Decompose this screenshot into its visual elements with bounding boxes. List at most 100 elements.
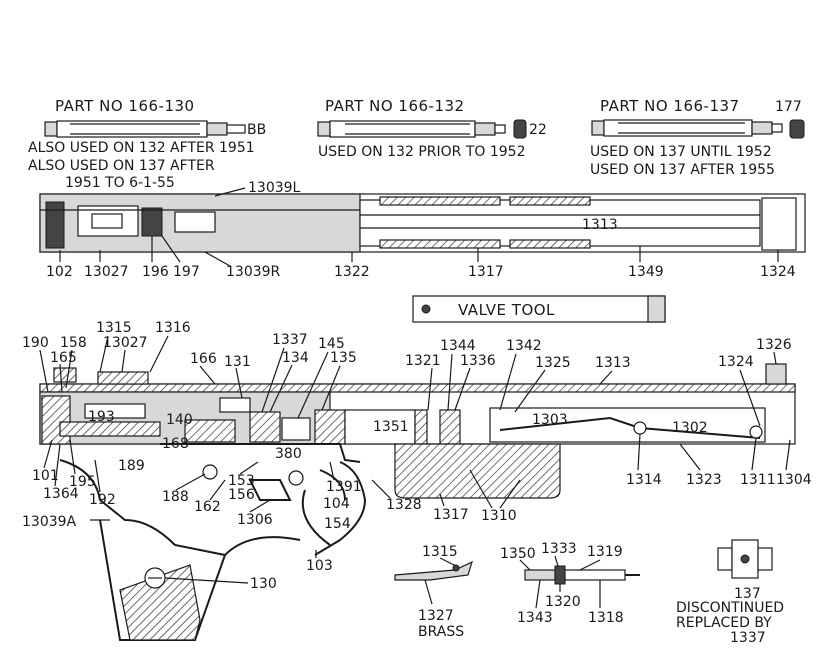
label-1302: 1302 — [672, 420, 708, 436]
label-1322: 1322 — [334, 264, 370, 280]
label-1315-bottom: 1315 — [422, 544, 458, 560]
note-replaced-part: 1337 — [730, 630, 766, 646]
label-131: 131 — [224, 354, 251, 370]
label-130: 130 — [250, 576, 277, 592]
label-13027-upper: 13027 — [84, 264, 129, 280]
label-22: 22 — [529, 122, 547, 138]
part-137-group: 137 DISCONTINUED REPLACED BY 1337 — [676, 539, 784, 646]
label-1324-main: 1324 — [718, 354, 754, 370]
label-156: 156 — [228, 487, 255, 503]
label-13027-main: 13027 — [103, 335, 148, 351]
label-1336: 1336 — [460, 353, 496, 369]
label-13039A: 13039A — [22, 514, 77, 530]
label-1306: 1306 — [237, 512, 273, 528]
part-166-137-group: PART NO 166-137 177 USED ON 137 UNTIL 19… — [590, 97, 805, 178]
label-1311: 1311 — [740, 472, 776, 488]
label-177: 177 — [775, 99, 802, 115]
label-1323: 1323 — [686, 472, 722, 488]
label-1344: 1344 — [440, 338, 476, 354]
label-1350: 1350 — [500, 546, 536, 562]
note-used-137-after: USED ON 137 AFTER 1955 — [590, 162, 775, 178]
label-1317-main: 1317 — [433, 507, 469, 523]
valve-166-137-drawing — [591, 119, 805, 139]
label-145: 145 — [318, 336, 345, 352]
note-date-range: 1951 TO 6-1-55 — [65, 175, 175, 191]
label-1304: 1304 — [776, 472, 812, 488]
label-168: 168 — [162, 436, 189, 452]
label-140: 140 — [166, 412, 193, 428]
label-196: 196 — [142, 264, 169, 280]
label-154: 154 — [324, 516, 351, 532]
label-1321: 1321 — [405, 353, 441, 369]
label-1327: 1327 — [418, 608, 454, 624]
label-1326: 1326 — [756, 337, 792, 353]
label-166: 166 — [190, 351, 217, 367]
note-used-137-until: USED ON 137 UNTIL 1952 — [590, 144, 772, 160]
main-leader-lines — [39, 335, 791, 584]
label-192: 192 — [89, 492, 116, 508]
label-1349: 1349 — [628, 264, 664, 280]
label-1320: 1320 — [545, 594, 581, 610]
label-102: 102 — [46, 264, 73, 280]
label-1317-upper: 1317 — [468, 264, 504, 280]
label-165: 165 — [50, 350, 77, 366]
label-193: 193 — [88, 409, 115, 425]
note-also-used-132: ALSO USED ON 132 AFTER 1951 — [28, 140, 255, 156]
label-13039R: 13039R — [226, 264, 281, 280]
note-brass: BRASS — [418, 624, 464, 640]
valve-166-132-drawing — [317, 119, 527, 139]
label-1325: 1325 — [535, 355, 571, 371]
part-166-132-group: PART NO 166-132 22 USED ON 132 PRIOR TO … — [317, 97, 547, 160]
label-103: 103 — [306, 558, 333, 574]
upper-assembly-drawing — [39, 193, 806, 253]
label-bb: BB — [247, 122, 266, 138]
label-380: 380 — [275, 446, 302, 462]
label-104: 104 — [323, 496, 350, 512]
label-1333: 1333 — [541, 541, 577, 557]
main-section-drawing — [39, 363, 796, 641]
part-166-130-group: PART NO 166-130 BB ALSO USED ON 132 AFTE… — [28, 97, 266, 191]
part-166-130-header: PART NO 166-130 — [55, 97, 195, 115]
upper-leader-lines — [59, 187, 779, 267]
label-1342: 1342 — [506, 338, 542, 354]
label-190: 190 — [22, 335, 49, 351]
valve-tool-label: VALVE TOOL — [458, 301, 555, 319]
label-13039L: 13039L — [248, 180, 301, 196]
label-1391: 1391 — [326, 479, 362, 495]
label-1324-upper: 1324 — [760, 264, 796, 280]
label-189: 189 — [118, 458, 145, 474]
label-1314: 1314 — [626, 472, 662, 488]
label-188: 188 — [162, 489, 189, 505]
label-134: 134 — [282, 350, 309, 366]
label-1310: 1310 — [481, 508, 517, 524]
label-162: 162 — [194, 499, 221, 515]
part-1327-group: 1315 1327 BRASS — [394, 544, 473, 640]
label-1343: 1343 — [517, 610, 553, 626]
label-1313-main: 1313 — [595, 355, 631, 371]
label-197: 197 — [173, 264, 200, 280]
valve-166-130-drawing — [44, 120, 246, 138]
label-1364: 1364 — [43, 486, 79, 502]
label-1303: 1303 — [532, 412, 568, 428]
note-also-used-137: ALSO USED ON 137 AFTER — [28, 158, 215, 174]
note-replaced-by: REPLACED BY — [676, 615, 772, 631]
label-195: 195 — [69, 474, 96, 490]
label-101: 101 — [32, 468, 59, 484]
label-158: 158 — [60, 335, 87, 351]
valve-tool-drawing — [412, 295, 666, 323]
part-1318-group: 1350 1333 1319 1320 1343 1318 — [500, 541, 640, 626]
label-135: 135 — [330, 350, 357, 366]
note-used-132-prior: USED ON 132 PRIOR TO 1952 — [318, 144, 525, 160]
part-166-137-header: PART NO 166-137 — [600, 97, 740, 115]
label-1315-main: 1315 — [96, 320, 132, 336]
label-1313-upper: 1313 — [582, 217, 618, 233]
label-1319: 1319 — [587, 544, 623, 560]
label-137: 137 — [734, 586, 761, 602]
label-1337: 1337 — [272, 332, 308, 348]
part-166-132-header: PART NO 166-132 — [325, 97, 465, 115]
label-1328: 1328 — [386, 497, 422, 513]
label-1318: 1318 — [588, 610, 624, 626]
label-1351: 1351 — [373, 419, 409, 435]
label-1316: 1316 — [155, 320, 191, 336]
